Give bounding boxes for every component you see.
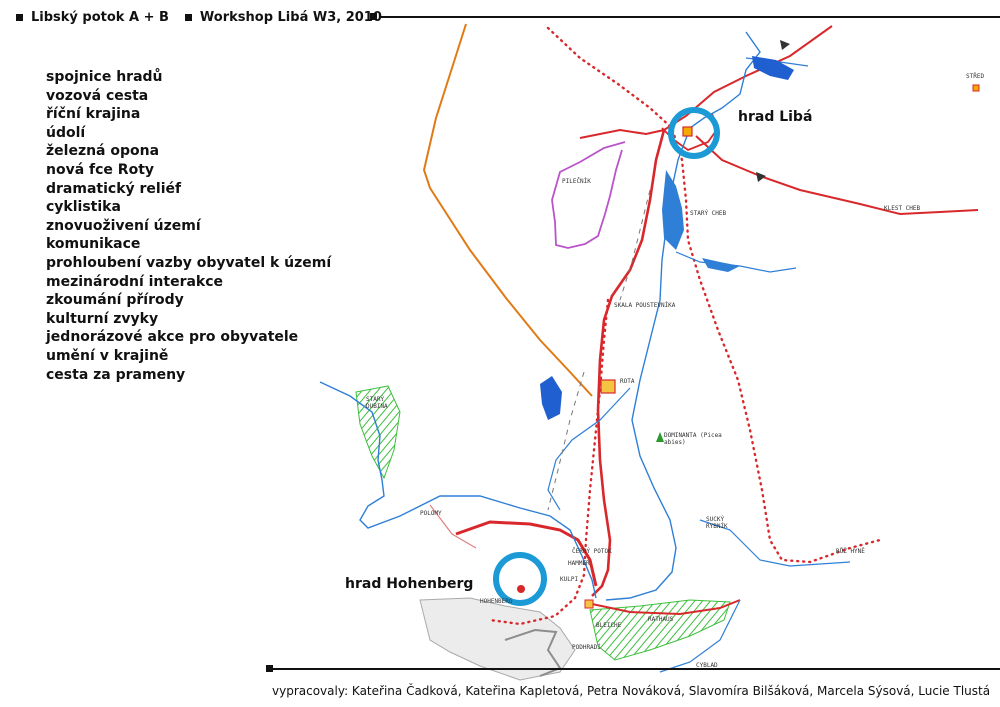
header-bullet [184, 13, 192, 21]
stred-building-icon [972, 84, 980, 92]
map-note: SKALA POUSTEVNÍKA [614, 302, 676, 309]
stream [675, 251, 797, 273]
forest-area-rathaus [589, 599, 731, 661]
topic-item: vozová cesta [46, 87, 149, 104]
road [455, 520, 598, 587]
orange-route [422, 23, 593, 397]
arrow-icon [780, 40, 790, 50]
map-note: RATHAUS [648, 616, 674, 623]
topic-item: znovuoživení území [46, 217, 201, 234]
castle-liba-icon [682, 126, 693, 137]
castle-hohenberg-icon [517, 585, 525, 593]
bleiche-building-icon [584, 599, 594, 609]
topic-item: železná opona [46, 143, 160, 160]
footpath [547, 371, 585, 511]
pond [752, 56, 794, 80]
border-line [546, 26, 882, 564]
map-note: PILEČNÍK [562, 178, 591, 185]
castle-liba-label: hrad Libá [738, 109, 813, 125]
topic-item: dramatický reliéf [46, 180, 182, 197]
map-note: STŘED [966, 73, 985, 80]
border-line [488, 298, 610, 626]
header-rule [380, 16, 1000, 18]
road [591, 129, 666, 597]
arrow-icon [756, 172, 766, 182]
road [695, 135, 979, 216]
map-note: SUCKÝ RYBNÍK [706, 516, 728, 530]
topic-item: údolí [46, 124, 86, 141]
tree-icon [656, 432, 664, 442]
terrain-shading [419, 597, 576, 681]
footer-rule-marker [266, 665, 273, 672]
pond [662, 170, 684, 250]
header-bullet [16, 13, 23, 21]
pilecnik-outline [551, 141, 626, 249]
stream [319, 381, 597, 599]
page-header: Libský potok A + B Workshop Libá W3, 201… [14, 6, 382, 28]
map-note: HOHENBERG [480, 598, 513, 605]
stream [605, 31, 761, 601]
topic-item: říční krajina [46, 106, 141, 123]
map-note: STARÝ CHEB [690, 210, 727, 217]
topic-item: komunikace [46, 236, 141, 253]
topic-item: spojnice hradů [46, 69, 163, 85]
credits: vypracovaly: Kateřina Čadková, Kateřina … [272, 684, 991, 698]
pond [702, 258, 740, 272]
footpath [619, 189, 651, 301]
castle-hohenberg-label: hrad Hohenberg [345, 576, 474, 592]
map-note: ROTA [620, 378, 635, 385]
stream [547, 387, 631, 511]
map-note: HAMMER [568, 560, 590, 567]
topic-item: cyklistika [46, 199, 121, 216]
topic-item: cesta za prameny [46, 366, 186, 383]
rota-building-icon [600, 379, 616, 394]
workshop-title: Workshop Libá W3, 2010 [199, 9, 382, 25]
map-note: PODHRADÍ [572, 644, 601, 651]
footer-rule [270, 668, 1000, 670]
castle-liba-highlight [668, 107, 720, 159]
map-note: ČERNÝ POTOK [572, 548, 612, 555]
topic-item: kulturní zvyky [46, 310, 159, 327]
map-note: KLEST CHEB [884, 205, 921, 212]
topic-item: jednorázové akce pro obyvatele [46, 329, 299, 346]
map-note: RŮŽ HYNĚ [836, 548, 865, 555]
map-note: BLEICHE [596, 622, 622, 629]
stream [699, 519, 851, 567]
topic-item: mezinárodní interakce [46, 273, 224, 290]
pond [540, 376, 562, 420]
road [429, 504, 477, 549]
map-note: POLOMY [420, 510, 442, 517]
topic-item: prohloubení vazby obyvatel k území [46, 254, 332, 271]
stream [659, 599, 741, 673]
map-note: DOMINANTA (Picea abies) [664, 432, 722, 446]
topic-item: nová fce Roty [46, 161, 155, 178]
map-note: CYBLAD [696, 662, 718, 669]
header-rule-marker [370, 13, 377, 20]
map-note: STARÝ DUBINA [366, 396, 388, 410]
castle-hohenberg-highlight [493, 552, 547, 606]
topic-item: umění v krajině [46, 347, 169, 364]
map-note: KULPI [560, 576, 579, 583]
road [591, 599, 741, 616]
topics-list: spojnice hradů vozová cesta říční krajin… [46, 68, 331, 384]
topic-item: zkoumání přírody [46, 292, 184, 309]
project-title: Libský potok A + B [31, 9, 169, 25]
